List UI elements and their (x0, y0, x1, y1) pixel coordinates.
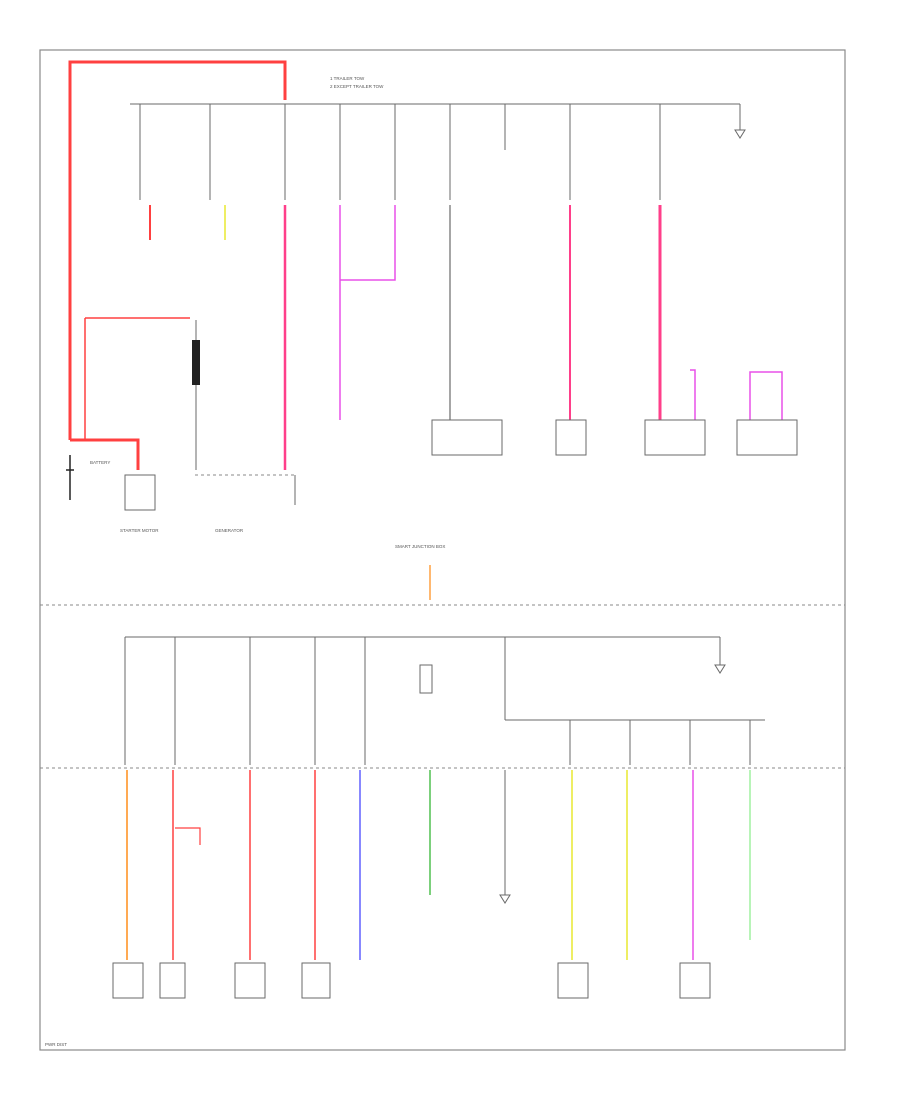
mid-junction-label: SMART JUNCTION BOX (395, 544, 445, 549)
bottom-fuses (124, 637, 765, 765)
battery-symbol (66, 455, 74, 500)
starter-label: STARTER MOTOR (120, 528, 159, 533)
note-1: 1 TRAILER TOW (330, 76, 365, 81)
page-ref: PWR DIST (45, 1042, 67, 1047)
diagram-frame (39, 49, 846, 1051)
note-2: 2 EXCEPT TRAILER TOW (330, 84, 384, 89)
battery-label: BATTERY (90, 460, 110, 465)
generator-label: GENERATOR (215, 528, 244, 533)
wire-branch-9 (749, 371, 783, 420)
top-components (124, 419, 798, 511)
battery-to-starter-wire (70, 438, 140, 470)
wire-branch-8 (690, 369, 696, 420)
wire-bottom-3b (175, 827, 201, 845)
wire-branch-4 (339, 205, 396, 420)
top-fuses (139, 104, 746, 200)
battery-feed-wire (68, 60, 287, 440)
bottom-components (112, 894, 711, 999)
generator-fuse-link (192, 340, 200, 385)
